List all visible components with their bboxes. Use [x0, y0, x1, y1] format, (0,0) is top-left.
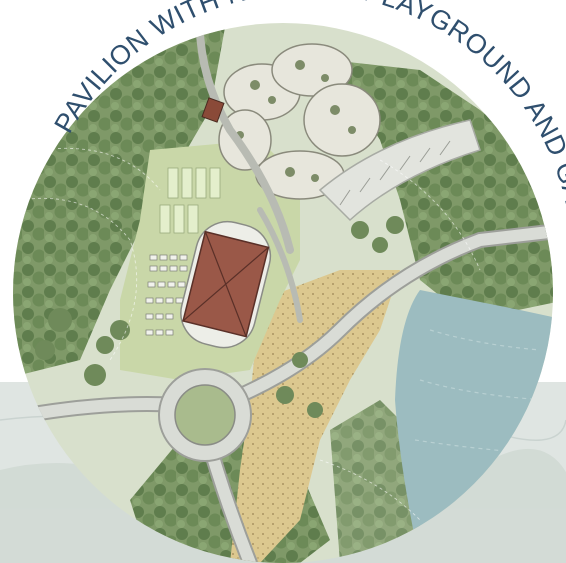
small-shelter [201, 97, 225, 123]
contour-lines [19, 147, 481, 521]
garden-plots [145, 167, 221, 336]
natural-playground [218, 43, 381, 200]
pavilion [180, 220, 272, 349]
woods-north-east [330, 60, 553, 320]
woods-south-east [330, 400, 420, 563]
roundabout [158, 368, 252, 462]
tree-clusters [35, 216, 404, 418]
